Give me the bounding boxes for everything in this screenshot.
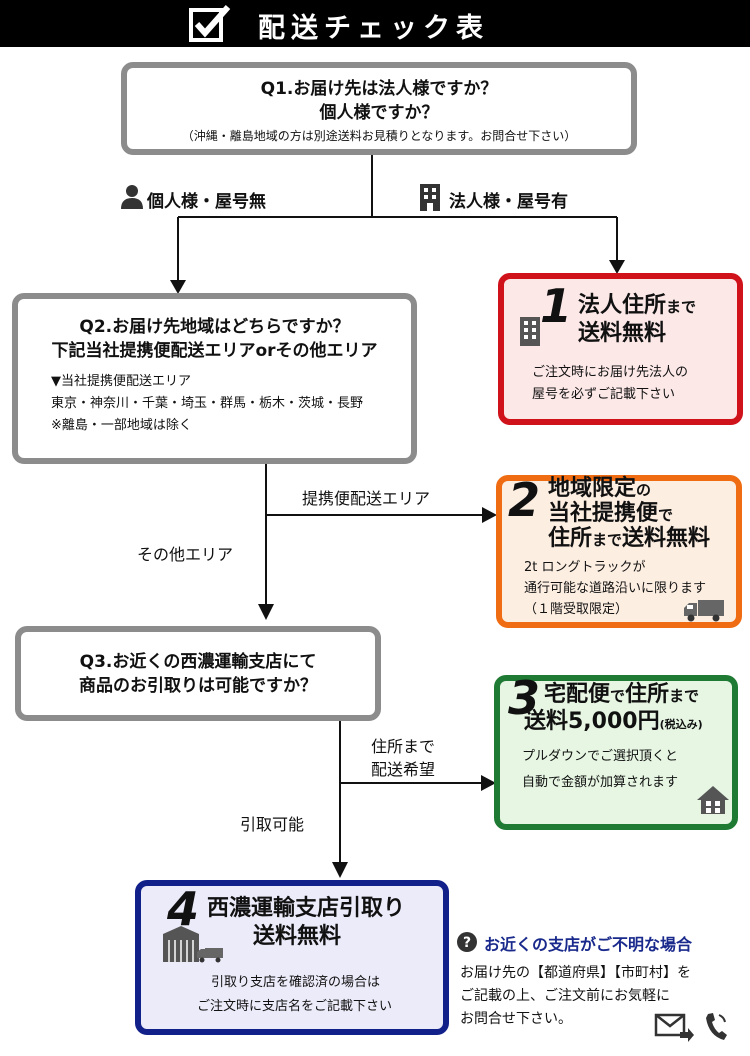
result-2-number: 2 xyxy=(508,473,541,527)
result-3-note-line2: 自動で金額が加算されます xyxy=(522,775,679,790)
result-3-title-d: まで xyxy=(669,687,700,705)
question-2-box: Q2.お届け先地域はどちらですか？ 下記当社提携便配送エリアorその他エリア ▼… xyxy=(12,293,417,464)
result-4-title-line1: 西濃運輸支店引取り xyxy=(207,896,406,921)
result-3-note-line1: プルダウンでご選択頂くと xyxy=(522,749,679,764)
branch-pickup-label: 引取可能 xyxy=(240,815,305,834)
result-2-title-f: まで xyxy=(592,531,623,549)
warehouse-truck-icon xyxy=(163,926,223,963)
result-1-note-line2: 屋号を必ずご記載下さい xyxy=(532,387,676,402)
result-2-title-b: の xyxy=(636,481,652,499)
result-3-number: 3 xyxy=(508,671,541,725)
phone-icon xyxy=(706,1013,727,1040)
branch-corporate-label: 法人様・屋号有 xyxy=(449,192,568,212)
result-1-box: 1 法人住所まで 送料無料 ご注文時にお届け先法人の 屋号を必ずご記載下さい xyxy=(498,273,743,425)
q1-line2: 個人様ですか？ xyxy=(319,103,439,123)
result-3-title-b: で xyxy=(610,687,626,705)
result-1-title-b: まで xyxy=(666,298,697,316)
building-icon xyxy=(420,184,440,211)
page-title: 配送チェック表 xyxy=(258,13,489,44)
result-4-box: 4 西濃運輸支店引取り 送料無料 引取り支店を確認済の場合は ご注文時に支店名を… xyxy=(135,880,449,1035)
q2-line2: 下記当社提携便配送エリアorその他エリア xyxy=(51,341,378,361)
result-3-price: 送料5,000円 xyxy=(524,709,660,734)
result-1-number: 1 xyxy=(540,279,573,333)
result-2-note-line2: 通行可能な道路沿いに限ります xyxy=(524,581,707,596)
help-line1: お届け先の【都道府県】【市町村】を xyxy=(460,965,691,981)
branch-delivery-line1: 住所まで xyxy=(371,737,436,756)
house-icon xyxy=(697,786,729,814)
truck-icon xyxy=(684,600,724,622)
result-2-title-e: 住所 xyxy=(548,526,593,551)
q1-line1: Q1.お届け先は法人様ですか？ xyxy=(260,79,498,99)
branch-individual-label: 個人様・屋号無 xyxy=(147,192,266,212)
q2-area-list: 東京・神奈川・千葉・埼玉・群馬・栃木・茨城・長野 xyxy=(51,396,364,411)
result-1-title-line2: 送料無料 xyxy=(578,321,667,346)
header-bar: 配送チェック表 xyxy=(0,0,750,47)
q2-exclusion-note: ※離島・一部地域は除く xyxy=(51,418,192,433)
question-3-box: Q3.お近くの西濃運輸支店にて 商品のお引取りは可能ですか？ xyxy=(15,626,381,721)
result-3-tax-note: (税込み) xyxy=(659,718,703,731)
branch-delivery-line2: 配送希望 xyxy=(371,760,436,779)
q2-line1: Q2.お届け先地域はどちらですか？ xyxy=(79,317,350,337)
q3-line2: 商品のお引取りは可能ですか？ xyxy=(79,676,317,696)
result-3-title-c: 住所 xyxy=(625,682,670,707)
office-building-icon xyxy=(520,317,540,346)
result-4-note-line2: ご注文時に支店名をご記載下さい xyxy=(197,999,393,1014)
checkbox-icon xyxy=(189,5,231,42)
result-2-title-c: 当社提携便 xyxy=(548,501,659,526)
result-2-note-line1: 2t ロングトラックが xyxy=(524,560,646,575)
result-1-title-a: 法人住所 xyxy=(578,293,667,318)
result-3-box: 3 宅配便で住所まで 送料5,000円(税込み) プルダウンでご選択頂くと 自動… xyxy=(494,675,738,830)
result-2-note-line3: （１階受取限定） xyxy=(524,602,629,617)
person-icon xyxy=(121,185,143,209)
question-1-box: Q1.お届け先は法人様ですか？ 個人様ですか？ （沖縄・離島地域の方は別途送料お… xyxy=(121,62,637,155)
help-line2: ご記載の上、ご注文前にお気軽に xyxy=(460,988,670,1004)
question-mark-icon: ? xyxy=(457,932,477,952)
help-line3: お問合せ下さい。 xyxy=(460,1011,572,1027)
result-4-number: 4 xyxy=(167,882,200,936)
q2-area-heading: ▼当社提携便配送エリア xyxy=(51,374,191,389)
result-2-title-g: 送料無料 xyxy=(622,526,711,551)
result-2-box: 2 地域限定の 当社提携便で 住所まで送料無料 2t ロングトラックが 通行可能… xyxy=(496,475,742,628)
branch-partner-area-label: 提携便配送エリア xyxy=(302,489,431,508)
result-2-title-d: で xyxy=(658,506,674,524)
branch-other-area-label: その他エリア xyxy=(137,545,234,564)
svg-text:?: ? xyxy=(463,935,471,951)
result-4-note-line1: 引取り支店を確認済の場合は xyxy=(211,975,381,990)
help-title: お近くの支店がご不明な場合 xyxy=(484,935,693,954)
result-3-title-a: 宅配便 xyxy=(544,682,611,707)
result-4-title-line2: 送料無料 xyxy=(253,924,342,949)
help-text: お届け先の【都道府県】【市町村】を ご記載の上、ご注文前にお気軽に お問合せ下さ… xyxy=(460,962,691,1031)
q1-note: （沖縄・離島地域の方は別途送料お見積りとなります。お問合せ下さい） xyxy=(181,129,577,143)
mail-icon xyxy=(654,1013,694,1042)
result-1-note-line1: ご注文時にお届け先法人の xyxy=(532,365,689,380)
result-2-title-a: 地域限定 xyxy=(548,476,637,501)
q3-line1: Q3.お近くの西濃運輸支店にて xyxy=(79,652,317,672)
